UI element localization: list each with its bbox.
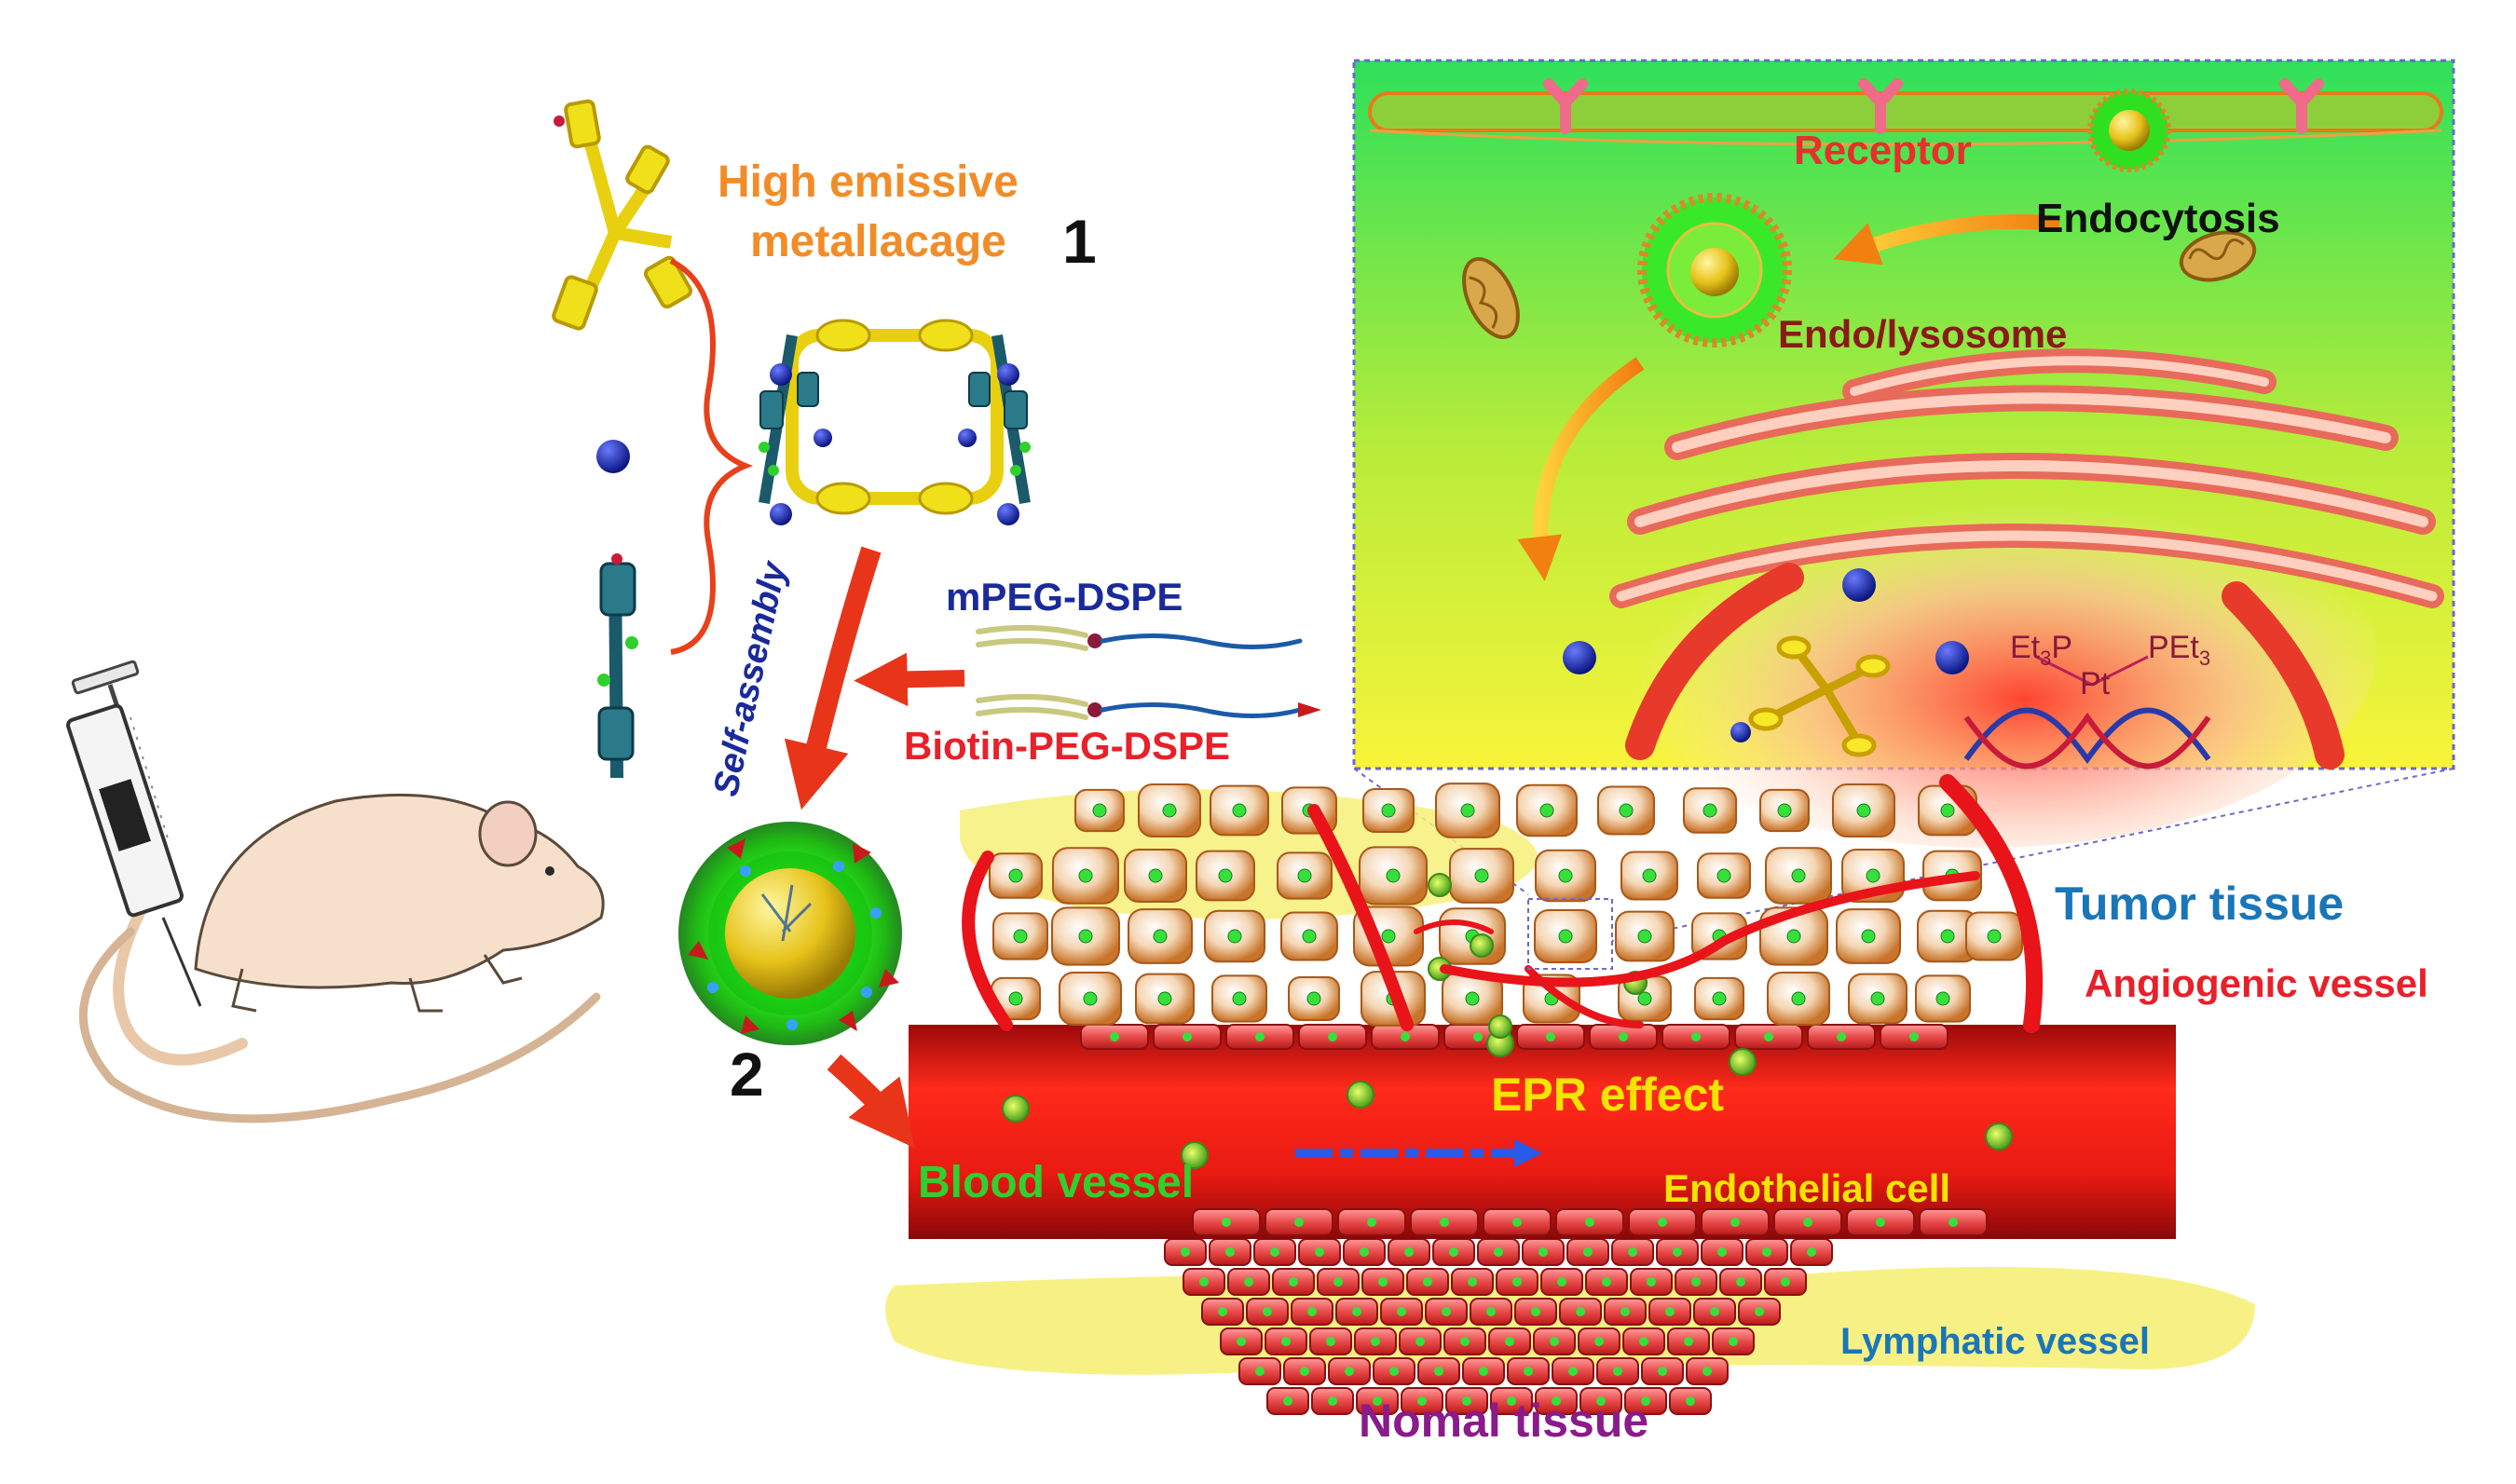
receptor-label: Receptor bbox=[1794, 128, 1972, 173]
tumor-tissue-cells bbox=[989, 783, 2023, 1039]
normal-tissue-cells bbox=[1164, 1238, 1833, 1415]
circulating-nanoparticles bbox=[1002, 1029, 2013, 1169]
nanoparticle-icon bbox=[1729, 1048, 1757, 1076]
pt-acceptor-icon bbox=[596, 440, 630, 473]
zoom-region-box bbox=[1527, 898, 1613, 970]
pyridyl-ligand-icon bbox=[597, 553, 638, 779]
nanoparticle-icon bbox=[1470, 933, 1494, 958]
endosome-icon bbox=[1637, 193, 1792, 347]
endolysosome-label: Endo/lysosome bbox=[1778, 312, 2068, 356]
blood-vessel bbox=[909, 1024, 2176, 1239]
metallacage-label-line1: High emissive bbox=[718, 157, 1019, 207]
endothelial-cells-top bbox=[1080, 1024, 1949, 1050]
biotin-peg-dspe-label: Biotin-PEG-DSPE bbox=[904, 724, 1231, 768]
compound-number-2: 2 bbox=[730, 1040, 764, 1109]
blood-vessel-label: Blood vessel bbox=[918, 1158, 1195, 1207]
lysosome-release-arrow-icon bbox=[1517, 357, 1645, 581]
metallacage-label-line2: metallacage bbox=[750, 217, 1006, 266]
nanoparticle-icon bbox=[1181, 1141, 1209, 1169]
pt-ligand-right-label: PEt3 bbox=[2148, 630, 2211, 670]
angiogenic-vessel-icon bbox=[962, 774, 2044, 1033]
mouse-icon bbox=[79, 793, 605, 1123]
mitochondria-icon bbox=[1462, 230, 2257, 340]
nanoparticle-icon bbox=[1488, 1014, 1512, 1039]
nanoparticle-icon bbox=[1347, 1081, 1374, 1109]
nanoparticle-icon bbox=[1428, 873, 1452, 897]
tetraphenylethylene-ligand-icon bbox=[552, 99, 693, 331]
mpeg-dspe-label: mPEG-DSPE bbox=[946, 575, 1183, 619]
lymphatic-vessel-label: Lymphatic vessel bbox=[1840, 1321, 2151, 1362]
nanoparticle-icon bbox=[1985, 1123, 2013, 1150]
compound-number-1: 1 bbox=[1062, 207, 1097, 276]
metal-ion-icon bbox=[1563, 641, 1596, 674]
cell-inset-panel bbox=[1352, 59, 2455, 848]
nanoparticle-icon bbox=[1002, 1095, 1030, 1123]
pt-bond-lines bbox=[2035, 655, 2149, 687]
tetraphenylethylene-ligand-icon bbox=[1748, 635, 1891, 757]
mpeg-dspe-polymer-icon bbox=[976, 624, 1303, 651]
self-assembly-arrow-icon bbox=[784, 546, 882, 810]
endothelial-cells-bottom bbox=[1192, 1208, 1988, 1236]
normal-tissue-label: Nomal tissue bbox=[1359, 1395, 1649, 1447]
angiogenic-vessel-label: Angiogenic vessel bbox=[2085, 961, 2428, 1005]
metal-ion-icon bbox=[1842, 568, 1876, 602]
endocytosis-arrow-icon bbox=[1833, 214, 2060, 265]
nanoparticle-2-icon bbox=[678, 822, 902, 1045]
metallacage-structure-icon bbox=[759, 319, 1031, 525]
receptor-icon bbox=[1543, 78, 2324, 134]
epr-effect-label: EPR effect bbox=[1491, 1069, 1725, 1121]
brace-icon bbox=[669, 258, 754, 655]
tumor-tissue-label: Tumor tissue bbox=[2055, 878, 2345, 930]
injection-arrow-icon bbox=[827, 1054, 915, 1149]
endothelial-cell-label: Endothelial cell bbox=[1663, 1166, 1951, 1210]
endocytosis-label: Endocytosis bbox=[2036, 196, 2280, 241]
polymer-coating-arrow-icon bbox=[854, 652, 965, 707]
endocytosis-nanoparticle-icon bbox=[2087, 88, 2171, 172]
metal-ion-icon bbox=[1935, 641, 1969, 674]
biotin-peg-dspe-polymer-icon bbox=[976, 693, 1321, 720]
pt-center-label: Pt bbox=[2080, 666, 2111, 701]
pt-ligand-left-label: Et3P bbox=[2010, 630, 2073, 670]
dna-helix-icon bbox=[1963, 707, 2211, 769]
metal-ion-icon bbox=[1730, 722, 1751, 742]
syringe-icon bbox=[66, 660, 202, 1007]
endoplasmic-reticulum-icon bbox=[1609, 348, 2444, 769]
